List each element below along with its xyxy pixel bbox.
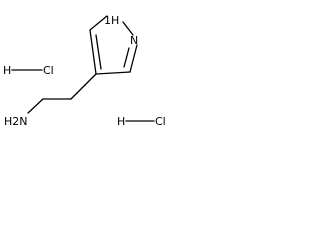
- bond-ch2-nh2: [27, 98, 44, 114]
- double-bond-n2-c3: [123, 47, 130, 68]
- ring-n-label: N: [130, 34, 138, 47]
- bond-n1-n2: [122, 21, 134, 36]
- double-bond-c4-c5: [95, 34, 102, 70]
- bond-c3-c4: [95, 71, 131, 75]
- bond-c5-n1: [89, 15, 108, 31]
- ring-nh-label: 1H: [104, 14, 119, 27]
- amine-label: H2N: [4, 115, 28, 128]
- hcl-right-h: H: [117, 115, 125, 128]
- chemical-structure-canvas: 1H N H2N H Cl H Cl: [0, 0, 175, 160]
- bond-c4-ch2: [70, 73, 97, 100]
- hcl-left-h: H: [3, 64, 11, 77]
- bond-n2-c3: [129, 44, 138, 73]
- structure-drawing: 1H N H2N H Cl H Cl: [3, 14, 166, 128]
- bond-c4-c5: [89, 29, 97, 75]
- hcl-left-cl: Cl: [43, 64, 54, 77]
- hcl-right-cl: Cl: [155, 115, 166, 128]
